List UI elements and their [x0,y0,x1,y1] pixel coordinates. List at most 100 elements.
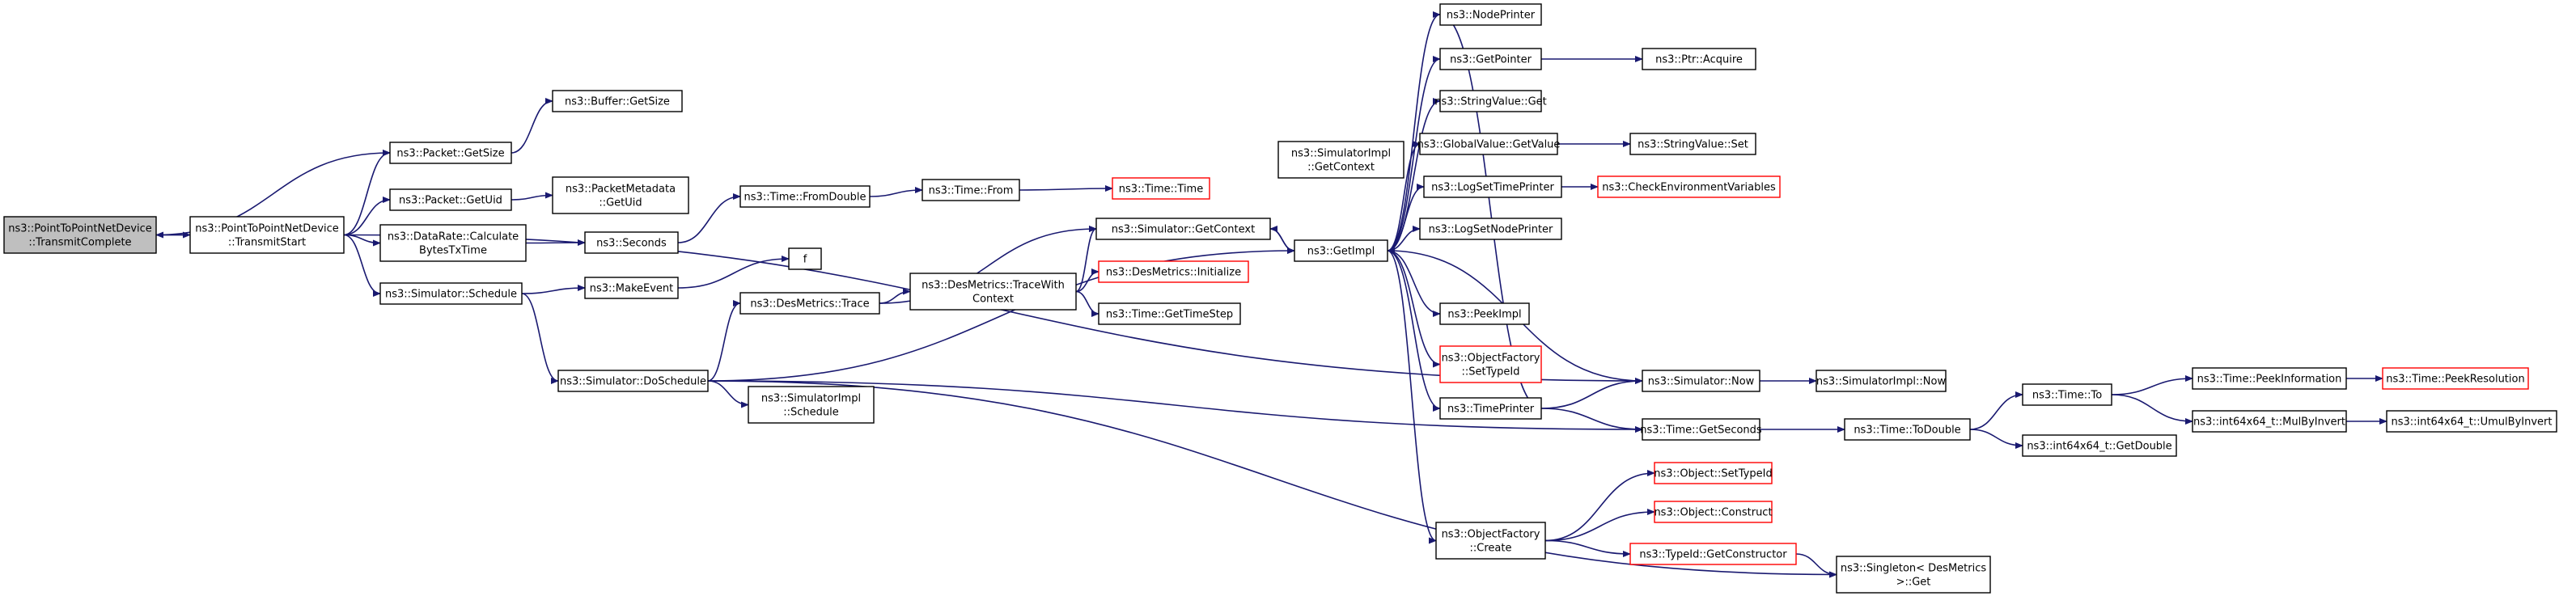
node-label: ns3::Object::Construct [1654,507,1772,519]
node-object_settypeid[interactable]: ns3::Object::SetTypeId [1654,462,1773,484]
node-logsettimeprinter[interactable]: ns3::LogSetTimePrinter [1423,175,1562,198]
edge-time_fromdouble-to-time_from [869,187,923,197]
edge-sim_doschedule-to-desmetrics_trace [707,300,741,382]
node-time_time[interactable]: ns3::Time::Time [1112,177,1210,200]
node-objfactory_create[interactable]: ns3::ObjectFactory::Create [1435,522,1546,560]
edge-time_todouble-to-time_to [1969,391,2023,430]
node-checkenv[interactable]: ns3::CheckEnvironmentVariables [1597,175,1781,198]
edge-getimpl-to-objfactory_create [1387,250,1437,544]
node-box [379,282,523,305]
node-seconds[interactable]: ns3::Seconds [584,231,679,254]
edge-timeprinter-to-nodeprinter [1439,11,1542,409]
node-label: ns3::int64x64_t::MulByInvert [2193,416,2345,429]
node-box [1654,501,1773,523]
node-label: ns3::SimulatorImpl::Now [1816,376,1947,388]
edge-timeprinter-to-time_getseconds [1540,408,1643,433]
node-label: ns3::int64x64_t::GetDouble [2027,441,2171,453]
node-box [788,247,822,270]
node-box [1844,418,1971,441]
node-peekimpl[interactable]: ns3::PeekImpl [1439,302,1530,325]
node-timeprinter[interactable]: ns3::TimePrinter [1439,397,1542,420]
node-time_to[interactable]: ns3::Time::To [2022,383,2112,406]
node-simimpl_schedule[interactable]: ns3::SimulatorImpl::Schedule [748,386,875,424]
node-label: ::GetUid [599,197,642,209]
node-makeevent[interactable]: ns3::MakeEvent [584,277,679,299]
node-box [1435,522,1546,560]
node-typeid_getconstructor[interactable]: ns3::TypeId::GetConstructor [1629,543,1797,565]
node-objfactory_settypeid[interactable]: ns3::ObjectFactory::SetTypeId [1439,345,1542,383]
node-root[interactable]: ns3::PointToPointNetDevice::TransmitComp… [3,216,157,254]
node-time_fromdouble[interactable]: ns3::Time::FromDouble [739,185,871,208]
node-label: Context [972,294,1014,306]
node-time_getseconds[interactable]: ns3::Time::GetSeconds [1640,418,1762,441]
node-label: ns3::Time::FromDouble [744,192,866,204]
node-box [922,179,1020,201]
node-logsetnodeprinter[interactable]: ns3::LogSetNodePrinter [1419,218,1562,240]
node-f[interactable]: f [788,247,822,270]
node-singleton_get[interactable]: ns3::Singleton< DesMetrics>::Get [1836,556,1991,594]
node-globalvalue_getvalue[interactable]: ns3::GlobalValue::GetValue [1417,133,1561,155]
node-object_construct[interactable]: ns3::Object::Construct [1654,501,1773,523]
node-label: ns3::NodePrinter [1447,10,1536,22]
node-box [1419,133,1558,155]
edge-sim_doschedule-to-getimpl [707,247,1295,382]
node-label: ns3::ObjectFactory [1442,353,1540,365]
node-label: ns3::Buffer::GetSize [565,96,670,108]
node-label: ns3::Time::GetTimeStep [1106,309,1233,321]
node-label: ns3::StringValue::Set [1638,139,1748,151]
node-box [1439,397,1542,420]
node-box [909,273,1077,311]
node-box [739,292,880,315]
node-ptr_acquire[interactable]: ns3::Ptr::Acquire [1642,48,1756,70]
node-box [1815,370,1947,392]
node-desmetrics_init[interactable]: ns3::DesMetrics::Initialize [1098,260,1249,283]
node-stringvalue_set[interactable]: ns3::StringValue::Set [1629,133,1756,155]
node-time_peekres[interactable]: ns3::Time::PeekResolution [2382,367,2529,390]
node-sim_doschedule[interactable]: ns3::Simulator::DoSchedule [557,370,709,392]
node-box [389,142,512,164]
node-sim_now[interactable]: ns3::Simulator::Now [1642,370,1760,392]
node-sim_schedule[interactable]: ns3::Simulator::Schedule [379,282,523,305]
node-packet_getsize[interactable]: ns3::Packet::GetSize [389,142,512,164]
node-box [2022,383,2112,406]
edge-transmitstart-to-packet_getsize [343,150,391,236]
node-packet_getuid[interactable]: ns3::Packet::GetUid [389,188,512,211]
node-box [1439,90,1542,112]
node-label: ns3::Time::From [929,185,1014,197]
edge-objfactory_create-to-object_construct [1544,509,1655,542]
node-label: ns3::LogSetTimePrinter [1431,182,1554,194]
node-int64_getdouble[interactable]: ns3::int64x64_t::GetDouble [2022,434,2177,457]
node-simimpl_getcontext[interactable]: ns3::SimulatorImpl::GetContext [1277,141,1405,179]
node-box [552,90,683,112]
node-label: ns3::TimePrinter [1447,404,1535,416]
node-box [189,216,345,254]
node-sim_getcontext[interactable]: ns3::Simulator::GetContext [1095,218,1271,240]
node-label: ns3::MakeEvent [590,283,674,295]
node-desmetrics_trace[interactable]: ns3::DesMetrics::Trace [739,292,880,315]
edge-layer [155,11,2387,578]
node-time_peekinfo[interactable]: ns3::Time::PeekInformation [2192,367,2347,390]
node-stringvalue_get[interactable]: ns3::StringValue::Get [1434,90,1547,112]
node-label: >::Get [1896,577,1931,589]
node-int64_umulbyinvert[interactable]: ns3::int64x64_t::UmulByInvert [2386,410,2557,433]
node-time_from[interactable]: ns3::Time::From [922,179,1020,201]
node-box [1098,260,1249,283]
node-transmitstart[interactable]: ns3::PointToPointNetDevice::TransmitStar… [189,216,345,254]
node-box [1277,141,1405,179]
node-box [2386,410,2557,433]
node-getimpl[interactable]: ns3::GetImpl [1294,239,1388,262]
node-label: ns3::GetPointer [1450,54,1532,66]
edge-sim_schedule-to-sim_doschedule [521,293,559,384]
node-int64_mulbyinvert[interactable]: ns3::int64x64_t::MulByInvert [2192,410,2347,433]
node-box [389,188,512,211]
node-buffer_getsize[interactable]: ns3::Buffer::GetSize [552,90,683,112]
node-simimpl_now[interactable]: ns3::SimulatorImpl::Now [1815,370,1947,392]
node-getpointer[interactable]: ns3::GetPointer [1439,48,1542,70]
node-time_gettimestep[interactable]: ns3::Time::GetTimeStep [1098,302,1241,325]
node-packetmetadata_getuid[interactable]: ns3::PacketMetadata::GetUid [552,176,689,214]
node-time_todouble[interactable]: ns3::Time::ToDouble [1844,418,1971,441]
node-nodeprinter[interactable]: ns3::NodePrinter [1439,3,1542,26]
